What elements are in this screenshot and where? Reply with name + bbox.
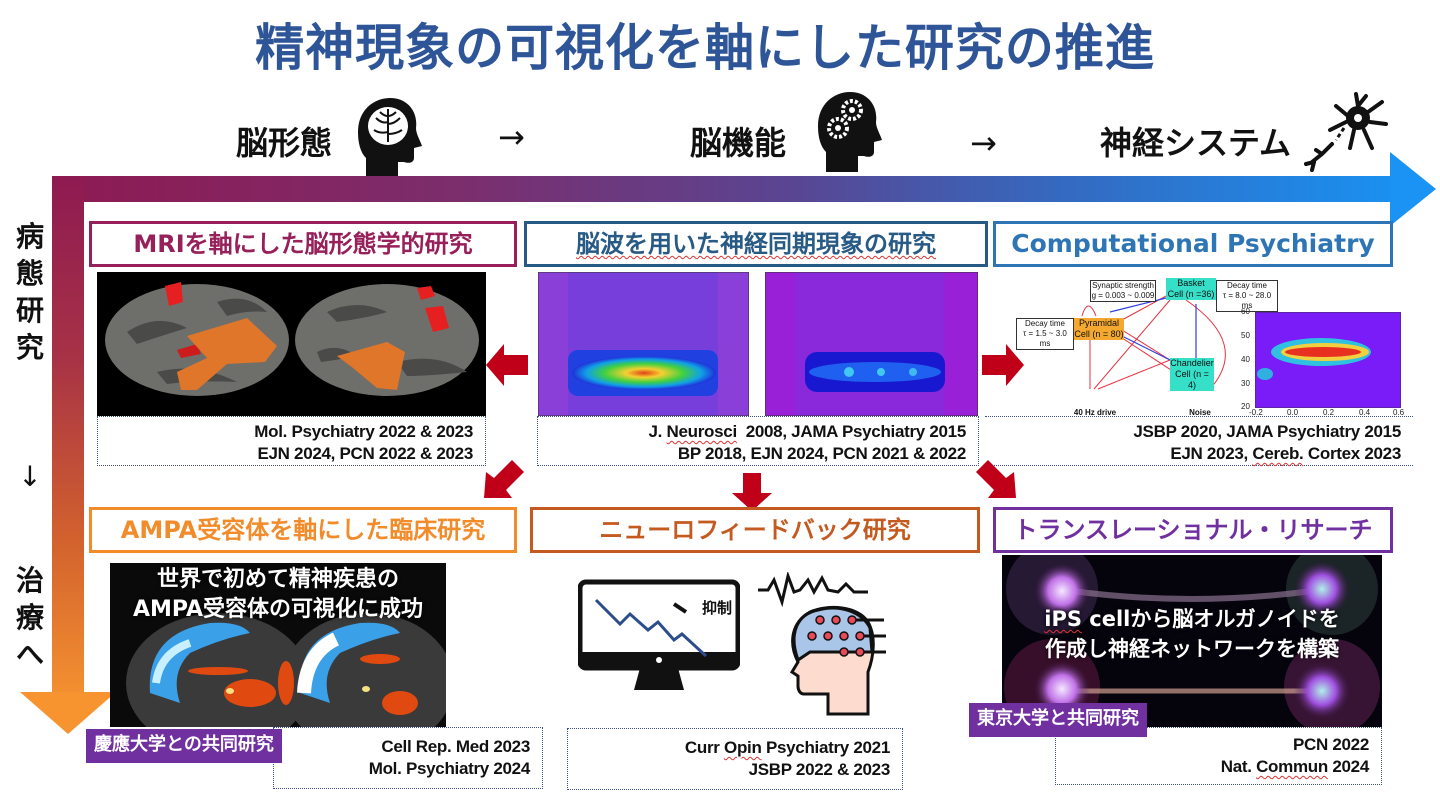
stage-neural-system: 神経システム	[1100, 124, 1292, 162]
heatmap-x-tick: 0.6	[1393, 408, 1405, 417]
eeg-spectrogram-left	[538, 272, 749, 416]
progress-arrow-horizontal-head	[1390, 152, 1436, 226]
neurofeedback-references: Curr Opin Psychiatry 2021 JSBP 2022 & 20…	[567, 728, 903, 790]
vertical-label-treatment: 治 療 へ	[15, 564, 44, 671]
neuron-icon	[1300, 92, 1390, 176]
eeg-head-icon	[758, 570, 908, 726]
ampa-overlay-text: 世界で初めて精神疾患の AMPA受容体の可視化に成功	[132, 567, 424, 622]
heatmap-x-tick: 0.4	[1359, 408, 1371, 417]
section-header-computational: Computational Psychiatry	[993, 221, 1393, 267]
stage-arrow-1: →	[498, 118, 525, 156]
simulation-heatmap: 60 50 40 30 20 -0.2 0.0 0.2 0.4 0.6	[1241, 307, 1404, 417]
monitor-icon	[577, 578, 741, 700]
organoid-image	[1002, 555, 1382, 727]
heatmap-y-tick: 50	[1241, 331, 1250, 340]
red-arrow-down-left	[484, 460, 524, 504]
suppression-label: 抑制	[702, 599, 733, 617]
red-arrow-down	[732, 473, 772, 515]
progress-arrow-vertical-head	[20, 692, 116, 734]
input-40hz-drive: 40 Hz drive	[1073, 408, 1117, 416]
section-header-neurofeedback: ニューロフィードバック研究	[530, 507, 980, 553]
head-brain-icon	[350, 96, 422, 180]
section-header-ampa: AMPA受容体を軸にした臨床研究	[89, 507, 517, 553]
heatmap-x-tick: 0.2	[1323, 408, 1335, 417]
eeg-spectrogram-right	[765, 272, 978, 416]
progress-arrow-vertical	[52, 176, 84, 694]
heatmap-y-tick: 60	[1241, 307, 1250, 316]
ampa-references: Cell Rep. Med 2023 Mol. Psychiatry 2024	[273, 727, 543, 789]
heatmap-y-tick: 20	[1241, 402, 1250, 411]
heatmap-y-tick: 40	[1241, 355, 1250, 364]
ampa-pet-image	[110, 563, 446, 727]
input-noise: Noise	[1189, 408, 1211, 416]
mri-references: Mol. Psychiatry 2022 & 2023 EJN 2024, PC…	[97, 416, 486, 466]
red-arrow-left	[486, 344, 528, 390]
section-header-mri: MRIを軸にした脳形態学的研究	[89, 221, 517, 267]
stage-brain-morphology: 脳形態	[236, 124, 333, 162]
vertical-label-pathology: 病 態 研 究	[15, 220, 44, 364]
organoid-overlay-text: iPS cellから脳オルガノイドを 作成し神経ネットワークを構築	[1044, 607, 1340, 661]
mri-brain-image	[97, 272, 486, 416]
eeg-references: J. Neurosci 2008, JAMA Psychiatry 2015 B…	[537, 416, 979, 466]
computational-references: JSBP 2020, JAMA Psychiatry 2015 EJN 2023…	[985, 416, 1413, 466]
section-header-eeg: 脳波を用いた神経同期現象の研究	[524, 221, 988, 267]
heatmap-x-tick: 0.0	[1287, 408, 1299, 417]
heatmap-y-tick: 30	[1241, 379, 1250, 388]
vertical-down-arrow: ↓	[18, 460, 42, 493]
page-title: 精神現象の可視化を軸にした研究の推進	[255, 19, 1155, 77]
keio-collab-badge: 慶應大学との共同研究	[86, 729, 282, 763]
red-arrow-right	[982, 344, 1024, 390]
head-gears-icon	[810, 90, 882, 176]
stage-arrow-2: →	[970, 124, 997, 162]
heatmap-x-tick: -0.2	[1249, 408, 1263, 417]
progress-arrow-horizontal	[52, 176, 1392, 202]
stage-brain-function: 脳機能	[690, 124, 787, 162]
section-header-translational: トランスレーショナル・リサーチ	[993, 507, 1393, 553]
tokyo-collab-badge: 東京大学と共同研究	[969, 703, 1147, 737]
red-arrow-down-right	[976, 460, 1016, 504]
